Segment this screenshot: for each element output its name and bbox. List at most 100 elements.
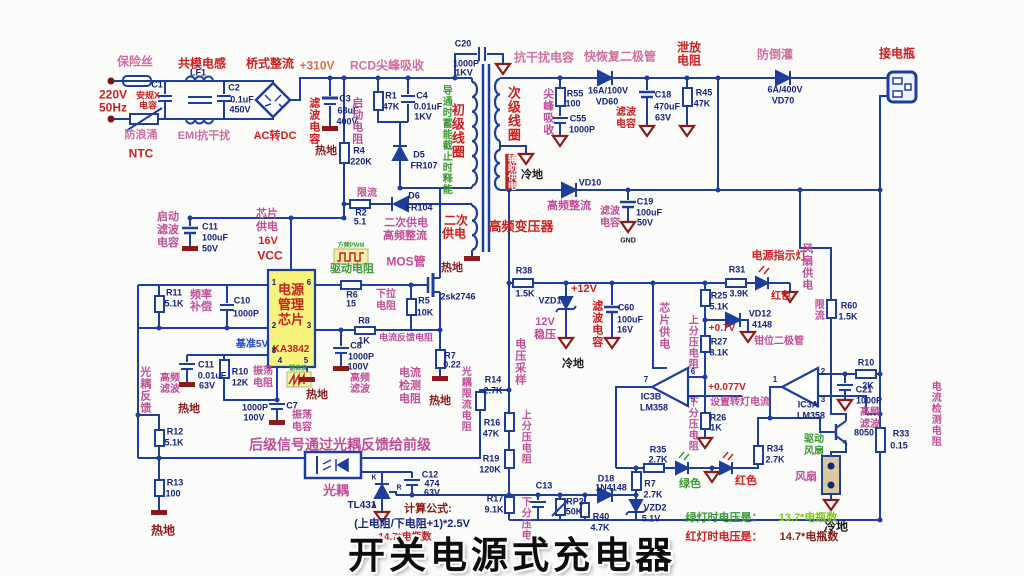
label-v07: +0.7V: [708, 322, 736, 334]
label-pwm-cap: 方频PWM: [337, 242, 365, 249]
ntc-symbol: [125, 107, 163, 132]
label-battery-name: 接电瓶: [878, 46, 916, 61]
vzd2-symbol: [625, 499, 647, 516]
led-symbols: [675, 265, 771, 476]
label-rp2-ref: RP2: [566, 496, 584, 507]
r31-symbol: [725, 278, 747, 288]
label-d6-ref: D6: [408, 190, 420, 201]
label-fuse-name: 保险丝: [116, 54, 154, 69]
c55-symbol: [552, 117, 568, 124]
label-r27-val: 8.1K: [709, 347, 729, 358]
fuse-symbol: [122, 75, 152, 87]
label-r16-val: 47K: [482, 428, 500, 439]
label-hz50: 50Hz: [98, 100, 128, 115]
label-c10-val: 1000P: [232, 308, 260, 319]
label-vd12-val: 4148: [751, 319, 773, 330]
label-fb-note: 后级信号通过光耦反馈给前级: [249, 436, 431, 453]
label-ic3a-p1: 1: [772, 374, 778, 384]
junction-dots: [135, 75, 883, 523]
label-r11-ref: R11: [165, 287, 183, 298]
label-c3-val1: 68uF: [337, 105, 359, 116]
label-c18-val1: 470uF: [653, 101, 681, 112]
label-c60-ref: C60: [617, 302, 635, 313]
r19-symbol: [504, 449, 515, 469]
label-r7a-val: 0.22: [443, 359, 461, 370]
label-hotgnd-r7: 热地: [429, 395, 451, 408]
r16-symbol: [504, 412, 515, 432]
label-xcap-2: 电容: [138, 100, 158, 111]
label-cm-choke-name: 共模电感: [177, 56, 227, 71]
label-r4-val: 220K: [350, 156, 372, 167]
ac-terminal-bottom: [107, 115, 115, 123]
label-c21-val: 1000P: [855, 395, 883, 406]
label-c1-ref: C1: [151, 79, 163, 90]
r13-symbol: [154, 479, 165, 497]
label-limit1-name: 限流: [357, 187, 377, 199]
label-r27-ref: R27: [710, 336, 728, 347]
label-greennote-1: 绿灯时电压是：: [685, 512, 763, 525]
tl431-symbol: [373, 482, 391, 499]
r17-symbol: [504, 496, 515, 514]
label-r35-val: 2.7K: [648, 454, 668, 465]
label-c8-val2: 100V: [347, 361, 369, 372]
c18-symbol: [639, 90, 655, 99]
label-r6-ref: R6: [346, 289, 358, 300]
label-freqcomp-2: 补偿: [190, 301, 212, 314]
label-hotgnd-c11b: 热地: [178, 403, 200, 416]
mosfet-symbol: [426, 273, 440, 297]
label-hotgnd-pin5: 热地: [306, 389, 328, 402]
label-emi-name: EMI抗干扰: [177, 130, 231, 143]
battery-connector: [886, 70, 918, 104]
label-pri-coil-name: 初级线圈: [449, 103, 465, 159]
r8-symbol: [354, 326, 376, 335]
label-r55-ref: R55: [566, 88, 584, 99]
label-tl431-a: A: [371, 502, 377, 510]
label-antiback-name: 防倒灌: [756, 47, 794, 62]
label-freqcomp-1: 频率: [190, 289, 212, 302]
label-c4-val1: 0.01uF: [413, 101, 443, 112]
bridge-rectifier-symbol: [254, 81, 292, 119]
label-secsup-name2: 高频整流: [383, 230, 427, 243]
label-ic3b-p7: 7: [643, 374, 649, 384]
label-c11a-ref: C11: [201, 221, 219, 232]
fan-symbol: [821, 455, 841, 495]
label-downdiv1-name: 下分压电阻: [519, 496, 531, 552]
label-chip-name1: 电源: [277, 282, 305, 298]
component-layer: [107, 47, 918, 518]
label-sense1-1: 电流: [399, 367, 421, 380]
vd60-symbol: [597, 69, 615, 87]
ground-symbols: [151, 62, 855, 524]
c60-symbol: [604, 305, 620, 314]
label-r60-ref: R60: [840, 300, 858, 311]
r55-symbol: [555, 87, 566, 107]
label-mos-name: MOS管: [386, 254, 426, 269]
label-pin3: 3: [306, 320, 312, 330]
label-r2-val: 5.1: [353, 216, 367, 227]
label-osccap-1: 振荡: [292, 409, 312, 421]
label-d18-ref: D18: [597, 473, 615, 484]
label-vcc: VCC: [257, 248, 283, 263]
label-drive-res-name: 驱动电阻: [330, 263, 374, 276]
label-hf-rect2-name: 高频整流: [547, 200, 591, 213]
label-bleed-name1: 泄放: [676, 40, 702, 55]
ic3a-opamp: [779, 366, 820, 408]
vd10-symbol: [561, 181, 579, 199]
c13-symbol: [530, 501, 546, 508]
label-coldgnd-aux: 冷地: [521, 169, 543, 182]
label-sense1-2: 检测: [399, 380, 421, 393]
label-pin5: 5: [303, 355, 309, 365]
label-c20-val2: 1KV: [455, 67, 473, 78]
label-filtercap2-2: 电容: [616, 118, 636, 130]
label-c11a-val2: 50V: [201, 243, 219, 254]
label-r17-val: 9.1K: [484, 504, 504, 515]
label-r7a-ref: R7: [444, 350, 456, 361]
label-r10b-val: 2K: [862, 380, 874, 391]
r7a-symbol: [435, 349, 446, 369]
label-c2-val1: 0.1uF: [230, 94, 254, 105]
label-gnd-txt: GND: [620, 237, 636, 245]
label-hotgnd-c3: 热地: [315, 145, 337, 158]
label-startfilter-1: 启动: [157, 211, 179, 224]
vzd1-symbol: [555, 296, 577, 313]
r10a-symbol: [219, 359, 230, 379]
